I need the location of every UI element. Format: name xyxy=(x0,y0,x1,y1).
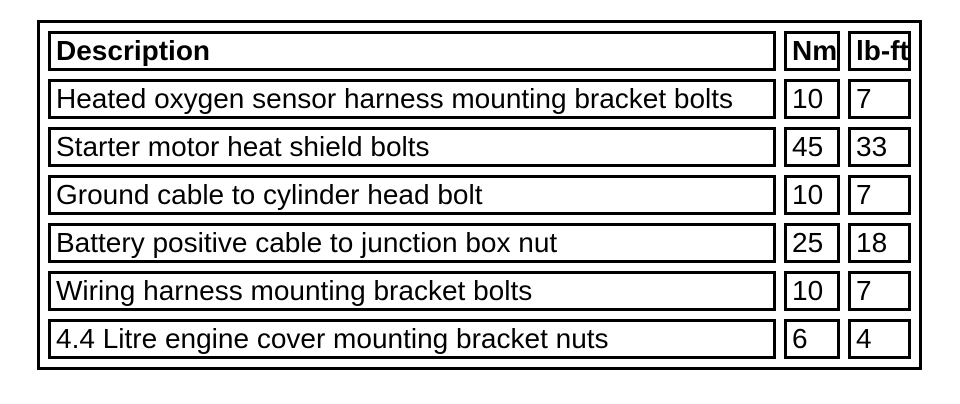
lbft-cell: 4 xyxy=(848,319,911,359)
description-cell: Wiring harness mounting bracket bolts xyxy=(48,271,776,311)
lbft-cell: 7 xyxy=(848,175,911,215)
lbft-cell: 7 xyxy=(848,271,911,311)
header-lbft: lb-ft xyxy=(848,31,911,71)
table-row: Battery positive cable to junction box n… xyxy=(48,223,911,263)
table-row: Starter motor heat shield bolts 45 33 xyxy=(48,127,911,167)
description-cell: Ground cable to cylinder head bolt xyxy=(48,175,776,215)
header-description: Description xyxy=(48,31,776,71)
description-cell: 4.4 Litre engine cover mounting bracket … xyxy=(48,319,776,359)
description-cell: Heated oxygen sensor harness mounting br… xyxy=(48,79,776,119)
header-nm: Nm xyxy=(784,31,840,71)
table-row: Ground cable to cylinder head bolt 10 7 xyxy=(48,175,911,215)
nm-cell: 10 xyxy=(784,79,840,119)
table-row: 4.4 Litre engine cover mounting bracket … xyxy=(48,319,911,359)
lbft-cell: 18 xyxy=(848,223,911,263)
torque-spec-table: Description Nm lb-ft Heated oxygen senso… xyxy=(37,20,922,370)
header-row: Description Nm lb-ft xyxy=(48,31,911,71)
nm-cell: 45 xyxy=(784,127,840,167)
nm-cell: 6 xyxy=(784,319,840,359)
nm-cell: 25 xyxy=(784,223,840,263)
description-cell: Starter motor heat shield bolts xyxy=(48,127,776,167)
nm-cell: 10 xyxy=(784,175,840,215)
lbft-cell: 33 xyxy=(848,127,911,167)
table-row: Wiring harness mounting bracket bolts 10… xyxy=(48,271,911,311)
table-row: Heated oxygen sensor harness mounting br… xyxy=(48,79,911,119)
description-cell: Battery positive cable to junction box n… xyxy=(48,223,776,263)
nm-cell: 10 xyxy=(784,271,840,311)
lbft-cell: 7 xyxy=(848,79,911,119)
